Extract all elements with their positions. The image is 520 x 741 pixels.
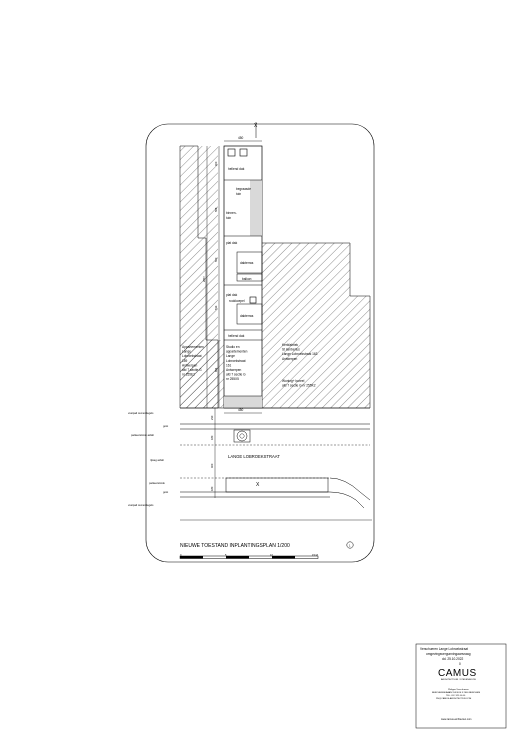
parcel-middle-description: Studio en appartementen Lange Lobroekstr… [226, 345, 248, 381]
dakterras-2-box [236, 303, 263, 325]
label-rookkoepel: rookkoepel [229, 299, 245, 303]
title-block [415, 643, 507, 729]
street-marker: X [256, 482, 260, 488]
title-block-line4: 0 [459, 662, 461, 666]
parcel-right-bottom-description: Woning+ bureel afd 7 sectie G nr 255K2 [282, 379, 316, 388]
dim-parking: 180 [210, 435, 214, 440]
tree-trunk-icon [239, 433, 245, 439]
title-block-addr4: PH@CAMUS-ARCHITECTEN.COM [436, 697, 471, 700]
title-block-addr1: Philippe Verschueren [448, 688, 469, 691]
dakterras-1-box [236, 251, 263, 274]
plan-title: NIEUWE TOESTAND INPLANTINGSPLAN 1/200 [180, 543, 290, 549]
row-goot-top: goot [163, 424, 168, 428]
row-goot-bottom: goot [163, 490, 168, 494]
street-curve-bottom-right [329, 477, 371, 501]
scale-bar-fill-3 [272, 556, 295, 559]
title-block-website: www.camus-architecten.com [441, 718, 471, 721]
tree-grate [233, 429, 251, 443]
grey-band-top [250, 180, 262, 236]
label-balkon: balkon [242, 277, 252, 281]
dim-width-bottom: 450 [238, 408, 244, 412]
hatched-parcel-right [262, 243, 350, 408]
scale-tick-15: 15 M [312, 553, 318, 557]
scale-tick-10: 10 [270, 553, 273, 557]
parcel-right-top-description: Kerkfabriek St lambertus Lange Lobroekst… [282, 343, 318, 361]
chimney-square-1 [227, 148, 236, 157]
title-block-addr3: TEL: 03 / 321 00 00 [446, 695, 466, 697]
row-voetpad-bottom: voetpad cementtegels [128, 503, 154, 507]
label-dakterras-2: dakterras [240, 314, 254, 318]
site-frame [145, 123, 375, 563]
label-plat-dak-1: plat dak [226, 241, 238, 245]
chimney-square-2 [239, 148, 248, 157]
scale-bar-fill-2 [226, 556, 249, 559]
dim-d5: 864 [214, 367, 218, 372]
row-parkeerstrook-asfalt: parkeerstrook asfalt [131, 433, 154, 437]
street-name: LANGE LOBROEKSTRAAT [228, 454, 280, 459]
label-plat-dak-2: plat dak [226, 293, 238, 297]
hatched-parcel-left-bottom [180, 340, 218, 408]
hatched-parcel-right-lower [350, 296, 370, 408]
title-block-addr2: BERCHEMSEBAAN 155 BUS 3 2600 BERCHEM [432, 691, 480, 694]
row-rijweg-asfalt: rijweg asfalt [150, 458, 164, 462]
dim-d2: 568 [214, 207, 218, 212]
dim-sidewalk: 230 [210, 415, 214, 420]
balkon-box [236, 273, 263, 282]
parking-box [225, 477, 329, 493]
rookkoepel-square [249, 296, 257, 304]
title-block-brand: CAMUS [438, 668, 477, 679]
dim-parking-2: 180 [210, 486, 214, 491]
title-block-brand-sub: ARCHITECTUUR / STEDENBOUW [441, 678, 477, 681]
parcel-left-description: Appartementen Lange Lobroekstraat 159 An… [182, 345, 205, 377]
scale-tick-0: 0 [180, 553, 182, 557]
label-hellend-dak-bottom: hellend dak [228, 334, 245, 338]
scale-bar-fill-1 [180, 556, 203, 559]
title-block-line1: Verschueren Lange Lobroekstraat [420, 647, 468, 651]
label-hellend-dak-top: hellend dak [228, 167, 245, 171]
label-begraasde-tuin: begraasde tuin [236, 187, 252, 196]
title-block-line2: omgevingsvergunningaanvraag [426, 652, 471, 656]
label-dakterras-1: dakterras [240, 261, 254, 265]
scale-tick-5: 5 [225, 553, 227, 557]
dim-d4: 533 [214, 305, 218, 310]
dim-total: 2807 [202, 276, 206, 282]
dim-road: 400 [210, 463, 214, 468]
title-block-line3: dd. 25.10.2022 [442, 657, 463, 661]
street-curve-bottom-right-2 [329, 491, 365, 509]
dim-d1: 400 [214, 161, 218, 166]
label-binnen-tuin: binnen- tuin [226, 211, 238, 220]
dim-d3: 500 [214, 257, 218, 262]
row-voetpad-top: voetpad cementtegels [128, 411, 154, 415]
dim-width-top: 450 [238, 136, 244, 140]
row-parkeerstrook: parkeerstrook [149, 481, 166, 485]
tree-icon [236, 430, 248, 442]
hatched-strip-middle [218, 340, 224, 408]
front-grey-strip [224, 396, 262, 408]
north-marker: X [254, 123, 258, 129]
title-marker-circle [346, 541, 354, 549]
title-marker: 1 [349, 544, 351, 548]
